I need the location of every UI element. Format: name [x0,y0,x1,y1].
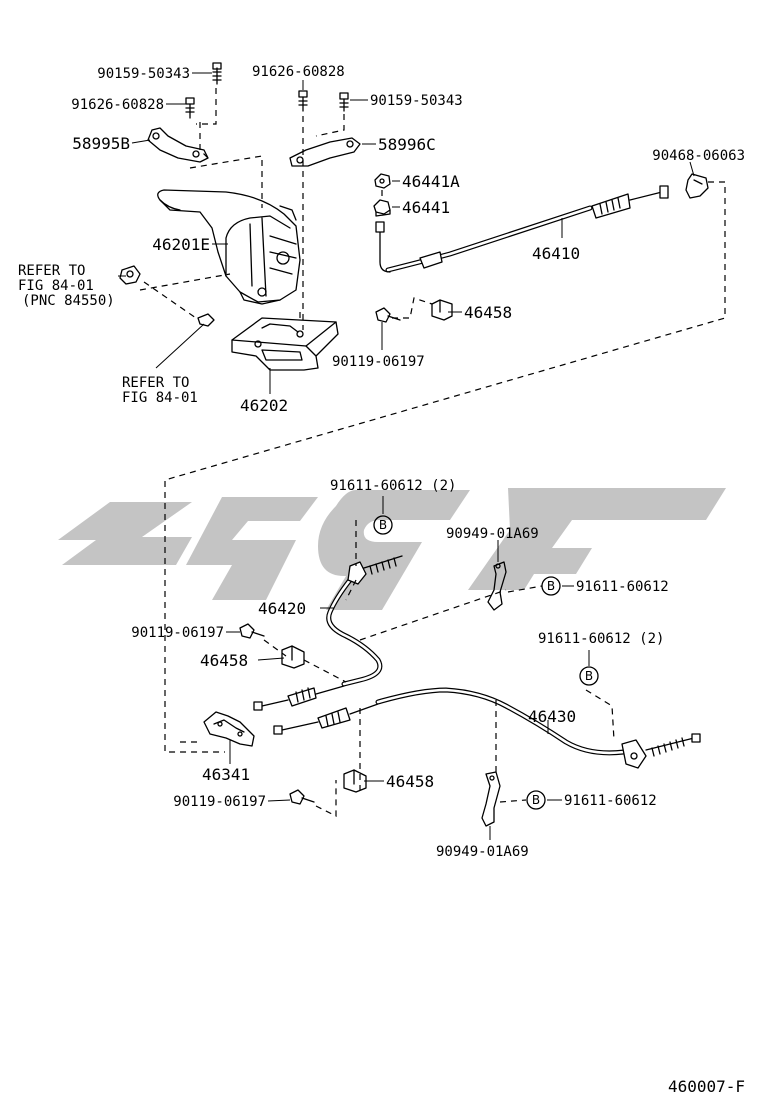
label-46201E: 46201E [152,235,210,254]
label-91611-60612-2b: 91611-60612 (2) [538,631,664,647]
label-90119-06197-a: 90119-06197 [332,354,425,370]
cable-46410 [375,185,669,273]
label-90949-01A69-b: 90949-01A69 [436,844,529,860]
label-46441A: 46441A [402,172,460,191]
bolt-91626-60828-a [185,97,195,119]
lower-guides [263,520,615,817]
svg-text:B: B [379,518,387,532]
badge-b-3: B [579,666,599,686]
label-91611-60612-a: 91611-60612 [576,579,669,595]
equalizer-46341 [203,711,255,747]
label-46410: 46410 [532,244,580,263]
label-46341: 46341 [202,765,250,784]
cable-46420 [253,555,403,711]
figure-code: 460007-F [668,1077,745,1096]
reference-boundary [164,181,726,753]
label-90468-06063: 90468-06063 [652,148,745,164]
bolt-90119-06197-a [375,307,401,323]
bolt-90159-50343-b [339,92,349,112]
bolt-90119-06197-c [289,789,315,805]
leader-lines [118,72,695,840]
nut-46441 [373,199,391,217]
lever-46201E [157,189,301,305]
bracket-90949-01A69-b [481,771,501,827]
label-46202: 46202 [240,396,288,415]
clamp-46458-a [431,299,453,321]
label-46441: 46441 [402,198,450,217]
badge-b-4: B [526,790,546,810]
label-90159-50343-a: 90159-50343 [97,66,190,82]
svg-text:B: B [532,793,540,807]
bolt-91626-60828-b [298,90,308,112]
label-58995B: 58995B [72,134,130,153]
screw-ref [197,313,215,327]
label-46458-c: 46458 [386,772,434,791]
label-46458-b: 46458 [200,651,248,670]
label-fig-84-01-2: FIG 84-01 [122,390,198,406]
bracket-58995B [147,127,209,163]
part-labels: 90159-50343 91626-60828 91626-60828 9015… [18,64,745,1096]
upper-guides [139,88,433,330]
label-refer-to-1: REFER TO [18,263,85,279]
label-90159-50343-b: 90159-50343 [370,93,463,109]
bracket-58996C [289,137,361,167]
label-58996C: 58996C [378,135,436,154]
nut-46441A [374,173,391,189]
label-91611-60612-2a: 91611-60612 (2) [330,478,456,494]
grommet-ref [119,265,141,285]
clamp-46458-c [343,769,367,793]
label-refer-to-2: REFER TO [122,375,189,391]
badge-b-1: B [373,515,393,535]
bolt-90159-50343-a [212,62,222,85]
label-fig-84-01-1: FIG 84-01 [18,278,94,294]
svg-text:B: B [585,669,593,683]
clip-90468-06063 [685,173,709,199]
bracket-90949-01A69-a [487,561,507,611]
bolt-90119-06197-b [239,623,265,639]
label-91626-60828-b: 91626-60828 [252,64,345,80]
badge-b-2: B [541,576,561,596]
label-46420: 46420 [258,599,306,618]
label-91611-60612-b: 91611-60612 [564,793,657,809]
label-46430: 46430 [528,707,576,726]
label-90119-06197-c: 90119-06197 [173,794,266,810]
label-91626-60828-a: 91626-60828 [71,97,164,113]
label-90949-01A69-a: 90949-01A69 [446,526,539,542]
base-plate-46202 [231,317,339,371]
label-46458-a: 46458 [464,303,512,322]
clamp-46458-b [281,645,305,669]
label-pnc-84550: (PNC 84550) [22,293,115,309]
cable-46430 [273,687,701,769]
label-90119-06197-b: 90119-06197 [131,625,224,641]
svg-text:B: B [547,579,555,593]
